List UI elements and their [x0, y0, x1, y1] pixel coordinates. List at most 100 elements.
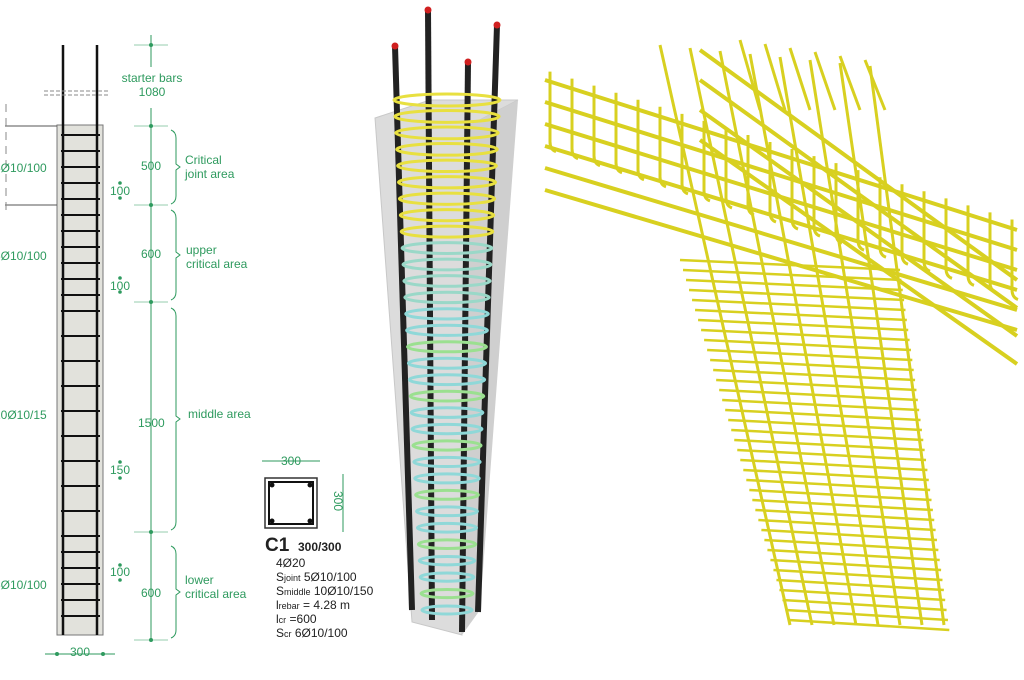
column-stirrup [764, 538, 939, 552]
dimension-dot [149, 124, 153, 128]
section-height-dim: 300 [331, 490, 346, 512]
stirrups-joint: Sjoint 5Ø10/100 [276, 570, 357, 584]
stirrup [419, 587, 475, 600]
zone-name: lower [185, 573, 214, 587]
column-bar [688, 47, 814, 626]
column-bar [838, 62, 924, 626]
column-stirrup [698, 318, 909, 332]
concrete-column [56, 124, 104, 636]
column-elevation [5, 35, 181, 656]
rebar-cap [424, 6, 432, 14]
dimension-dot [118, 578, 122, 582]
zone-brace [170, 545, 181, 639]
stirrup-spacing: 100 [110, 184, 131, 198]
starter-bars-label: starter bars [121, 71, 183, 85]
section-bar [307, 482, 313, 488]
column-stirrup [728, 418, 922, 432]
column-stirrup [770, 558, 942, 572]
beam-stirrup [944, 198, 953, 280]
column-stirrup [749, 488, 932, 502]
section-stirrup [268, 481, 314, 525]
stirrup [415, 505, 479, 518]
column-stirrup [758, 518, 936, 532]
stirrups-critical: Scr 6Ø10/100 [276, 626, 348, 640]
stirrup [403, 290, 491, 305]
column-stirrup [737, 448, 927, 462]
dimension-dot [118, 476, 122, 480]
rebar-length: lrebar = 4.28 m [276, 598, 351, 612]
starter-bar [788, 47, 812, 111]
starter-bar [813, 51, 837, 111]
dimension-dot [118, 563, 122, 567]
column-stirrup [725, 408, 921, 422]
stirrup [397, 175, 497, 190]
column-stirrup [710, 358, 914, 372]
section-bar [307, 518, 313, 524]
stirrup [401, 257, 493, 272]
column-stirrup [707, 348, 913, 362]
column-3d-view [374, 6, 519, 636]
column-stirrup [776, 578, 944, 592]
stirrup [418, 571, 476, 583]
stirrup [411, 439, 483, 452]
column-stirrup [685, 278, 903, 292]
dimension-dot [118, 181, 122, 185]
column-stirrup [752, 498, 933, 512]
beam-stirrup [900, 184, 909, 266]
column-bar [778, 56, 880, 626]
stirrup [413, 472, 481, 485]
stirrup [406, 356, 488, 370]
column-stirrup [695, 308, 907, 322]
zone-stirrups: 6Ø10/100 [0, 249, 47, 263]
beam-stirrup [636, 99, 645, 182]
column-bar [718, 50, 836, 626]
stirrup [410, 422, 484, 436]
column-width-dim: 300 [70, 645, 91, 659]
beam-bar [544, 78, 1018, 232]
column-stirrup [746, 478, 931, 492]
column-stirrup [782, 598, 947, 612]
stirrup-spacing: 100 [110, 279, 131, 293]
zone-length: 500 [141, 159, 162, 173]
stirrup [406, 340, 488, 354]
column-stirrup [773, 568, 943, 582]
dimension-dot [101, 652, 105, 656]
stirrup [415, 521, 479, 534]
beam-stirrup [680, 113, 689, 196]
column-stirrup [691, 298, 906, 312]
dimension-dot [149, 638, 153, 642]
stirrup [397, 191, 497, 206]
beam-stirrup [988, 212, 997, 294]
stirrup [394, 125, 500, 141]
zone-length: 600 [141, 586, 162, 600]
dimension-dot [55, 652, 59, 656]
beam-stirrup [856, 170, 865, 252]
dimension-dot [118, 290, 122, 294]
dimension-dot [118, 196, 122, 200]
zone-name: critical area [186, 257, 248, 271]
stirrup [407, 373, 487, 387]
column-stirrup [740, 458, 928, 472]
zone-brace [170, 129, 181, 205]
zone-stirrups: 5Ø10/100 [0, 161, 47, 175]
rebar-cap [493, 21, 501, 29]
beam-stirrup [790, 149, 799, 231]
stirrup [420, 604, 474, 616]
beam-stirrup [592, 85, 601, 168]
beam-column-joint-3d-view [544, 15, 1019, 632]
column-stirrup [767, 548, 940, 562]
column-stirrup [688, 288, 905, 302]
starter-bar [763, 43, 787, 111]
stirrup [396, 158, 498, 174]
stirrup [412, 455, 482, 469]
beam-bar [544, 166, 1018, 312]
beam-stirrup [768, 142, 777, 224]
beam-stirrup [724, 127, 733, 210]
column-section [262, 460, 344, 532]
beam-stirrup [658, 106, 667, 189]
section-bar [269, 518, 275, 524]
column-bar [868, 65, 946, 626]
column-stirrup [719, 388, 918, 402]
stirrup [398, 208, 496, 223]
column-bar [658, 44, 792, 626]
